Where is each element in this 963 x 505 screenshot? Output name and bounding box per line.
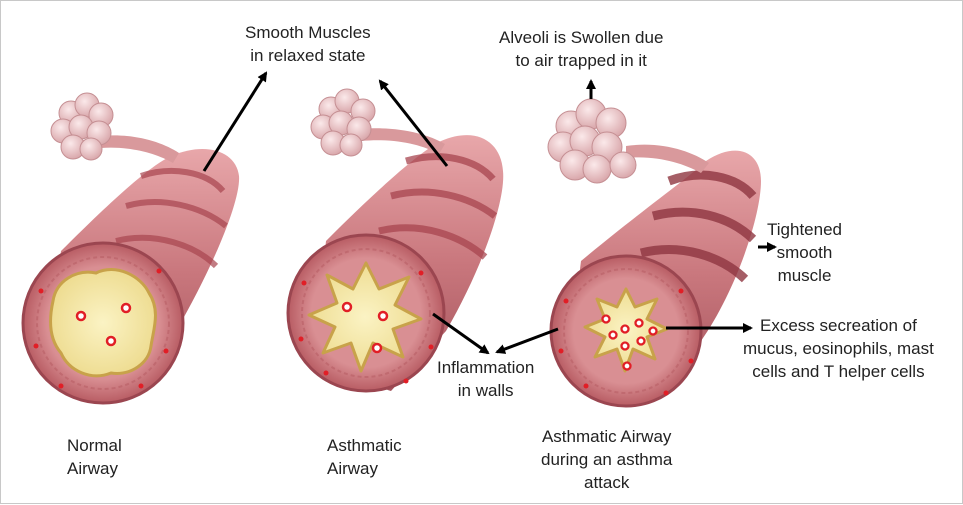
label-inflammation: Inflammation in walls (437, 356, 534, 402)
caption-attack-line2: during an asthma (541, 448, 672, 471)
label-smooth-muscles-line1: Smooth Muscles (245, 21, 371, 44)
attack-airway (548, 99, 761, 406)
label-smooth-muscles: Smooth Muscles in relaxed state (245, 21, 371, 67)
label-secretion-line3: cells and T helper cells (743, 360, 934, 383)
label-inflammation-line2: in walls (437, 379, 534, 402)
caption-attack-airway: Asthmatic Airway during an asthma attack (541, 425, 672, 494)
arrow-smooth-muscles-asthmatic (380, 81, 447, 166)
attack-bronchiole (626, 145, 709, 173)
caption-asthmatic-line2: Airway (327, 457, 402, 480)
label-alveoli-line1: Alveoli is Swollen due (499, 26, 663, 49)
label-secretion-line2: mucus, eosinophils, mast (743, 337, 934, 360)
label-smooth-muscles-line2: in relaxed state (245, 44, 371, 67)
label-secretion: Excess secreation of mucus, eosinophils,… (743, 314, 934, 383)
caption-asthmatic-line1: Asthmatic (327, 434, 402, 457)
arrow-inflammation-attack (497, 329, 558, 352)
caption-normal-airway: Normal Airway (67, 434, 122, 480)
asthmatic-bronchiole (361, 128, 445, 154)
asthmatic-alveoli (311, 89, 375, 156)
asthmatic-airway (288, 89, 503, 391)
label-tightened-muscle: Tightened smooth muscle (767, 218, 842, 287)
label-tightened-line1: Tightened (767, 218, 842, 241)
normal-airway-lumen (51, 270, 156, 376)
label-tightened-line3: muscle (767, 264, 842, 287)
label-alveoli: Alveoli is Swollen due to air trapped in… (499, 26, 663, 72)
label-inflammation-line1: Inflammation (437, 356, 534, 379)
normal-airway (23, 93, 239, 403)
attack-alveoli-swollen (548, 99, 636, 183)
label-tightened-line2: smooth (767, 241, 842, 264)
label-alveoli-line2: to air trapped in it (499, 49, 663, 72)
caption-attack-line3: attack (541, 471, 672, 494)
label-secretion-line1: Excess secreation of (743, 314, 934, 337)
caption-attack-line1: Asthmatic Airway (541, 425, 672, 448)
caption-normal-line1: Normal (67, 434, 122, 457)
normal-bronchiole (101, 135, 179, 163)
caption-asthmatic-airway: Asthmatic Airway (327, 434, 402, 480)
normal-alveoli (51, 93, 113, 160)
arrow-smooth-muscles-normal (204, 73, 266, 171)
caption-normal-line2: Airway (67, 457, 122, 480)
